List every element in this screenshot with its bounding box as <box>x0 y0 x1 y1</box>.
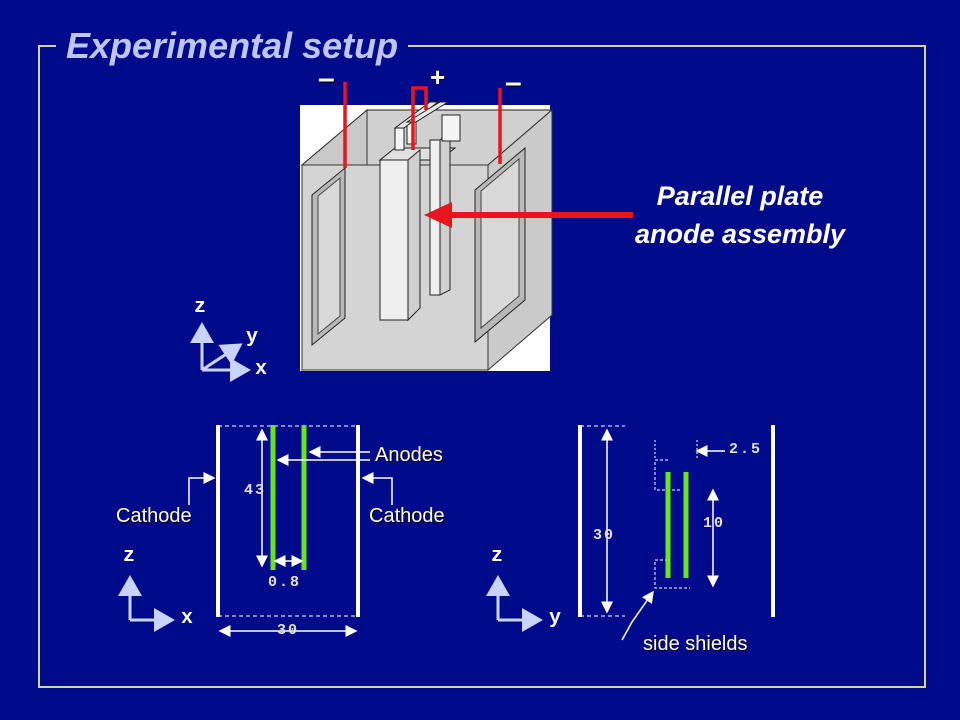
bottom-side-shield <box>654 559 690 589</box>
side-height-dimension: 30 <box>593 527 616 544</box>
anode-sign: + <box>430 62 446 92</box>
side-view-diagram <box>486 425 775 641</box>
anode-lead <box>411 86 428 150</box>
cell-width-dimension: 30 <box>277 622 300 639</box>
assembly-label-line2: anode assembly <box>634 219 846 249</box>
assembly-label-line1: Parallel plate <box>656 181 824 211</box>
cathode-left-label: Cathode <box>116 505 192 527</box>
electrical-leads <box>343 82 502 168</box>
axes-3d <box>190 322 251 382</box>
front-axis-x-label: x <box>181 607 194 630</box>
front-view-diagram <box>118 425 393 637</box>
anodes-label: Anodes <box>375 444 443 466</box>
side-axis-y-label: y <box>549 607 562 630</box>
shield-dimension: 10 <box>703 515 726 532</box>
side-shields-label: side shields <box>643 633 748 655</box>
axis-3d-x-label: x <box>255 358 268 381</box>
electrochemical-cell-3d <box>300 82 554 372</box>
right-cathode-sign: – <box>505 66 522 99</box>
axis-3d-y-label: y <box>246 326 259 349</box>
offset-dimension: 2.5 <box>729 441 763 458</box>
left-cathode-sign: – <box>318 62 335 95</box>
front-axis-z-label: z <box>123 545 136 568</box>
slide-frame <box>38 45 926 688</box>
side-axis-z-label: z <box>491 545 504 568</box>
axis-3d-z-label: z <box>194 296 207 319</box>
anode-gap-dimension: 0.8 <box>268 574 302 591</box>
axis-y-arrow <box>201 343 243 372</box>
assembly-pointer-arrow <box>424 202 633 228</box>
anode-height-dimension: 43 <box>244 482 267 499</box>
slide-title: Experimental setup <box>56 22 409 70</box>
cathode-right-label: Cathode <box>369 505 445 527</box>
